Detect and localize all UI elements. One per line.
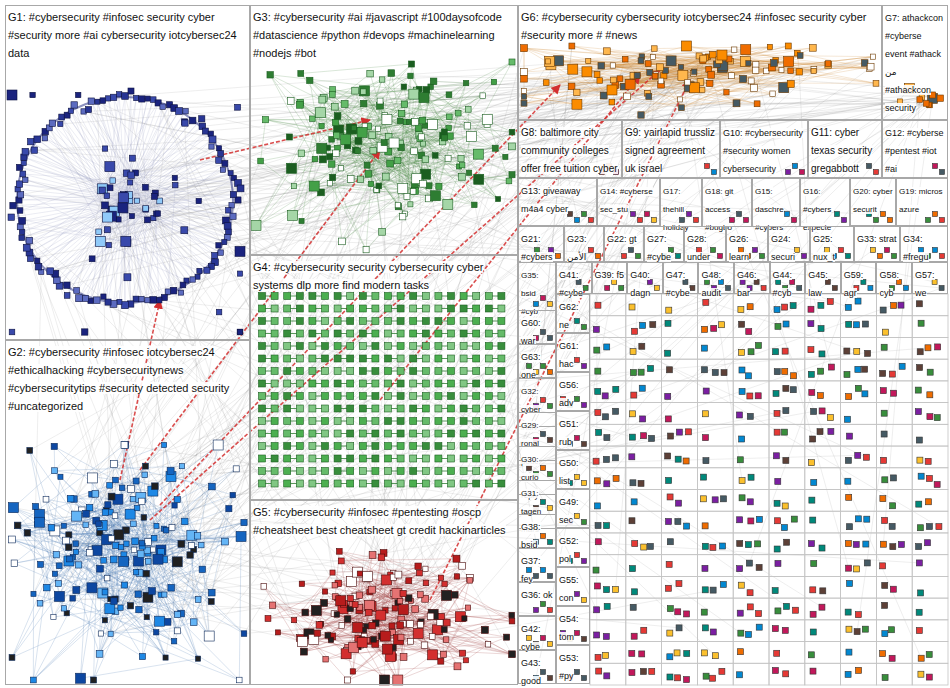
graph-canvas: G1: #cybersecurity #infosec security cyb… (0, 0, 950, 688)
